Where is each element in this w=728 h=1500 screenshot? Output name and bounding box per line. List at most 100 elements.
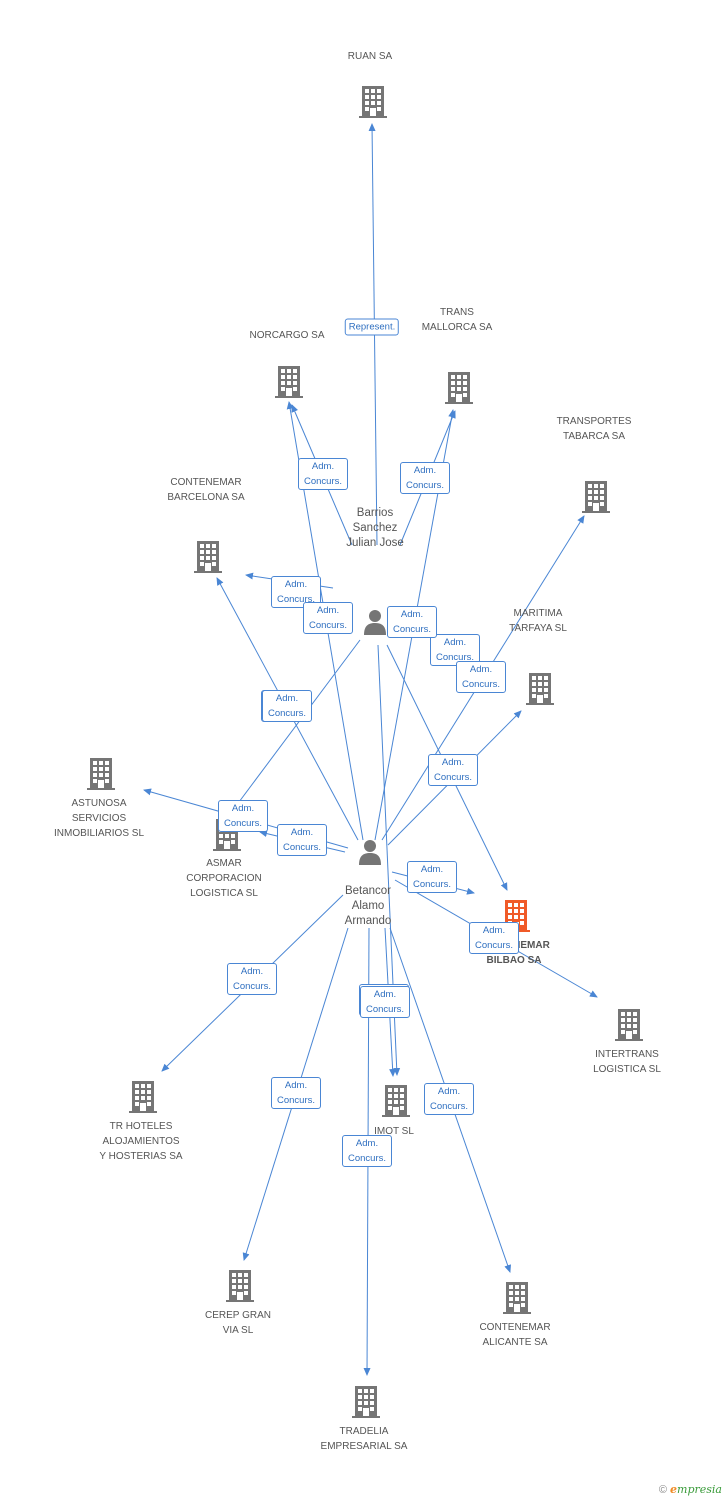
label-line: Betancor	[344, 885, 392, 897]
label-line: ASTUNOSA	[71, 798, 127, 809]
relation-label-line: Concurs.	[412, 879, 451, 890]
relation-label-line: Adm.	[469, 664, 493, 675]
tr-hoteles-label[interactable]: TR HOTELES ALOJAMIENTOS Y HOSTERIAS SA	[99, 1119, 182, 1164]
label-line: CONTENEMAR	[170, 477, 242, 488]
label-line: TRADELIA	[339, 1426, 389, 1437]
building-icon[interactable]	[226, 1270, 254, 1302]
building-icon[interactable]	[359, 86, 387, 118]
relation-label[interactable]: Adm.Concurs.	[400, 462, 450, 494]
relation-label-line: Adm.	[400, 609, 424, 620]
relation-label-line: Adm.	[290, 827, 314, 838]
norcargo-label[interactable]: NORCARGO SA	[249, 328, 324, 343]
label-line: LOGISTICA SL	[593, 1064, 661, 1075]
relation-label[interactable]: Adm.Concurs.	[342, 1135, 392, 1167]
relation-label[interactable]: Adm. Concurs.	[277, 824, 327, 856]
relation-label[interactable]: Adm.Concurs.	[428, 754, 478, 786]
relation-label-line: Concurs.	[267, 708, 306, 719]
trans-mallorca-label[interactable]: TRANS MALLORCA SA	[422, 305, 493, 335]
label-line: EMPRESARIAL SA	[320, 1441, 408, 1452]
relation-label[interactable]: Adm. Concurs.	[456, 661, 506, 693]
relation-label[interactable]: Adm. Concurs.	[262, 690, 312, 722]
relation-label-line: Concurs.	[303, 476, 342, 487]
relation-label[interactable]: Adm.Concurs.	[387, 606, 437, 638]
building-icon[interactable]	[129, 1081, 157, 1113]
label-line: ALICANTE SA	[482, 1337, 548, 1348]
relation-label-line: Concurs.	[433, 772, 472, 783]
relation-label[interactable]: Adm. Concurs.	[303, 602, 353, 634]
relation-label-line: Concurs.	[282, 842, 321, 853]
building-icon[interactable]	[87, 758, 115, 790]
label-line: Barrios	[356, 507, 394, 519]
relation-label-line: Concurs.	[435, 652, 474, 663]
relation-label-line: Adm.	[275, 693, 299, 704]
person-icon[interactable]	[359, 840, 381, 865]
building-icon[interactable]	[582, 481, 610, 513]
label-line: TRANSPORTES	[556, 416, 632, 427]
building-icon[interactable]	[382, 1085, 410, 1117]
label-line: RUAN SA	[347, 51, 393, 62]
relation-label[interactable]: Adm.Concurs.	[430, 634, 480, 666]
label-line: TARFAYA SL	[509, 623, 567, 634]
label-line: ASMAR	[206, 858, 242, 869]
relation-label[interactable]: Adm.Concurs.	[469, 922, 519, 954]
relation-label-line: Adm.	[284, 1080, 308, 1091]
building-icon[interactable]	[503, 1282, 531, 1314]
label-line: Armando	[344, 915, 392, 927]
label-line: TRANS	[440, 307, 474, 318]
copyright-notice: © empresia	[659, 1483, 722, 1496]
relation-label-line: Concurs.	[276, 594, 315, 605]
relation-label[interactable]: Adm.Concurs.	[271, 1077, 321, 1109]
label-line: VIA SL	[222, 1325, 254, 1336]
building-icon[interactable]	[194, 541, 222, 573]
building-icon[interactable]	[615, 1009, 643, 1041]
label-line: INMOBILIARIOS SL	[53, 828, 145, 839]
relation-label[interactable]: Adm.Concurs.	[360, 986, 410, 1018]
relation-label-line: Concurs.	[308, 620, 347, 631]
label-line: ALOJAMIENTOS	[102, 1136, 180, 1147]
relation-label-line: Adm.	[231, 803, 255, 814]
relation-label-line: Adm.	[373, 989, 397, 1000]
relation-label[interactable]: Adm. Concurs.	[407, 861, 457, 893]
imot-label[interactable]: IMOT SL	[374, 1124, 414, 1139]
label-line: MALLORCA SA	[421, 322, 493, 333]
relation-label-line: Adm.	[482, 925, 506, 936]
tradelia-label[interactable]: TRADELIA EMPRESARIAL SA	[321, 1424, 408, 1454]
label-line: BILBAO SA	[486, 955, 542, 966]
building-icon[interactable]	[526, 673, 554, 705]
label-line: NORCARGO SA	[249, 330, 325, 341]
person-icon[interactable]	[364, 610, 386, 635]
label-line: LOGISTICA SL	[190, 888, 258, 899]
copyright-symbol: ©	[658, 1484, 667, 1496]
label-line: TR HOTELES	[109, 1121, 173, 1132]
relation-label[interactable]: Adm.Concurs.	[218, 800, 268, 832]
relation-label-line: Adm.	[420, 864, 444, 875]
relation-label[interactable]: Adm.Concurs.	[298, 458, 348, 490]
relation-label-line: Concurs.	[461, 679, 500, 690]
relation-label-line: Adm.	[284, 579, 308, 590]
building-icon[interactable]	[445, 372, 473, 404]
label-line: Y HOSTERIAS SA	[99, 1151, 183, 1162]
relation-label-line: Represent.	[348, 321, 396, 333]
building-icon[interactable]	[275, 366, 303, 398]
label-line: TABARCA SA	[562, 431, 626, 442]
relation-label-line: Concurs.	[429, 1101, 468, 1112]
relation-label[interactable]: Represent.	[344, 318, 400, 336]
building-icon[interactable]	[352, 1386, 380, 1418]
transportes-tabarca-label[interactable]: TRANSPORTES TABARCA SA	[557, 414, 632, 444]
relation-label-line: Adm.	[437, 1086, 461, 1097]
relation-label[interactable]: Adm. Concurs.	[424, 1083, 474, 1115]
relation-label-line: Adm.	[316, 605, 340, 616]
ruan-label[interactable]: RUAN SA	[348, 49, 392, 64]
label-line: CEREP GRAN	[205, 1310, 271, 1321]
cerep-label[interactable]: CEREP GRAN VIA SL	[205, 1308, 271, 1338]
relation-label[interactable]: Adm.Concurs.	[227, 963, 277, 995]
